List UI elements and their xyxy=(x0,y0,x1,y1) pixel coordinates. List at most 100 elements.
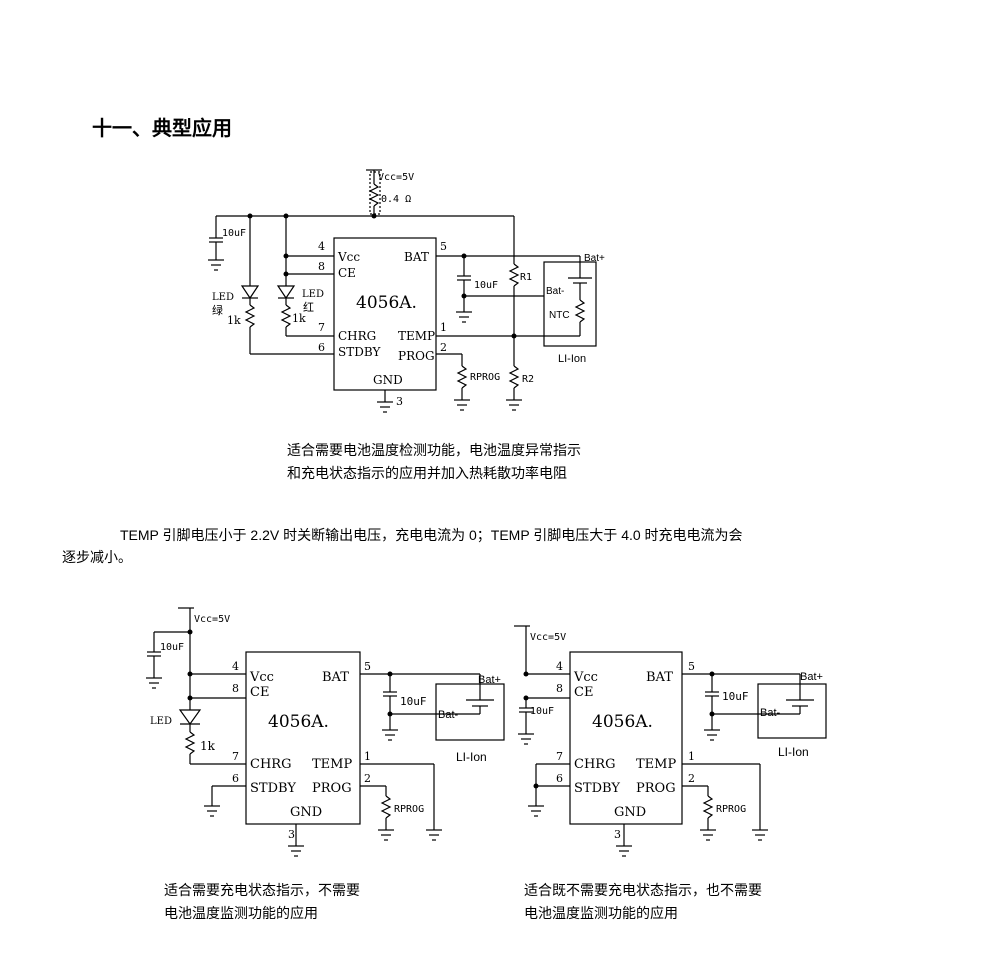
figure-1-caption-line-2: 和充电状态指示的应用并加入热耗散功率电阻 xyxy=(287,466,567,482)
pin-number-6: 6 xyxy=(232,772,239,785)
pin-label-bat: BAT xyxy=(322,670,349,685)
resistor-r2 xyxy=(508,365,520,389)
pin-number-1: 1 xyxy=(688,750,695,763)
pin-number-3: 3 xyxy=(614,828,621,841)
battery-plus-label: Bat+ xyxy=(478,674,501,686)
figure-2-caption-line-1: 适合需要充电状态指示，不需要 xyxy=(164,883,360,899)
chip-name: 4056A. xyxy=(356,293,417,313)
chip-name: 4056A. xyxy=(592,712,653,732)
pin-number-2: 2 xyxy=(688,772,695,785)
battery-pack-box xyxy=(543,261,597,347)
chip-name: 4056A. xyxy=(268,712,329,732)
pin-number-4: 4 xyxy=(556,660,563,673)
resistor-r2-label: R2 xyxy=(522,374,534,385)
led-red-label: LED xyxy=(302,289,324,300)
resistor-rprog-label: RPROG xyxy=(394,804,424,815)
pin-label-chrg: CHRG xyxy=(338,329,376,343)
resistor-1k-green-label: 1k xyxy=(227,314,241,327)
pin-number-7: 7 xyxy=(318,321,325,334)
resistor-rprog xyxy=(380,795,392,819)
led-red-color: 红 xyxy=(303,301,314,314)
figure-3-caption-line-1: 适合既不需要充电状态指示，也不需要 xyxy=(524,883,762,899)
resistor-rprog xyxy=(702,795,714,819)
pin-label-stdby: STDBY xyxy=(338,345,381,359)
pin-label-prog: PROG xyxy=(636,781,676,796)
pin-label-ce: CE xyxy=(338,266,356,280)
resistor-0-4-ohm xyxy=(368,183,380,207)
pin-label-ce: CE xyxy=(574,685,593,700)
battery-minus-label: Bat- xyxy=(546,286,564,297)
cap-10uf-label-bat: 10uF xyxy=(400,695,427,708)
pin-number-1: 1 xyxy=(440,321,447,334)
pin-label-temp: TEMP xyxy=(636,757,676,772)
resistor-r1-label: R1 xyxy=(520,272,532,283)
pin-number-4: 4 xyxy=(232,660,239,673)
pin-label-gnd: GND xyxy=(290,805,322,820)
cap-10uf-label-left: 10uF xyxy=(530,706,554,717)
battery-minus-label: Bat- xyxy=(760,707,781,719)
cap-10uf-label-bat: 10uF xyxy=(474,280,498,291)
resistor-1k-red xyxy=(280,304,292,328)
resistor-1k-label: 1k xyxy=(200,739,216,753)
pin-label-vcc: Vcc xyxy=(337,250,360,264)
led-green-label: LED xyxy=(212,292,234,303)
pin-number-2: 2 xyxy=(440,341,447,354)
section-heading: 十一、典型应用 xyxy=(92,116,232,140)
li-ion-label: LI-Ion xyxy=(778,745,809,759)
pin-number-5: 5 xyxy=(688,660,695,673)
battery-pack-box xyxy=(757,683,827,739)
led-green-icon xyxy=(240,285,260,300)
resistor-rprog xyxy=(456,365,468,389)
cap-10uf-label-left: 10uF xyxy=(222,228,246,239)
battery-pack-box xyxy=(435,683,505,741)
chip-body xyxy=(569,651,683,825)
battery-minus-label: Bat- xyxy=(438,709,459,721)
pin-number-1: 1 xyxy=(364,750,371,763)
paragraph-line-1: TEMP 引脚电压小于 2.2V 时关断输出电压，充电电流为 0；TEMP 引脚… xyxy=(120,527,743,543)
pin-label-temp: TEMP xyxy=(398,329,435,343)
pin-number-5: 5 xyxy=(440,240,447,253)
pin-label-stdby: STDBY xyxy=(574,781,620,796)
pin-label-vcc: Vcc xyxy=(573,670,598,685)
li-ion-label: LI-Ion xyxy=(558,353,586,365)
pin-label-vcc: Vcc xyxy=(249,670,274,685)
battery-plus-label: Bat+ xyxy=(584,253,605,264)
pin-label-gnd: GND xyxy=(614,805,646,820)
pin-label-chrg: CHRG xyxy=(574,757,615,772)
resistor-rprog-label: RPROG xyxy=(470,372,500,383)
ntc-label: NTC xyxy=(549,310,570,321)
resistor-0-4-label: 0.4 Ω xyxy=(381,194,411,205)
vcc-supply-label: Vcc=5V xyxy=(378,172,414,183)
figure-2-caption-line-2: 电池温度监测功能的应用 xyxy=(164,906,318,922)
vcc-supply-label: Vcc=5V xyxy=(530,632,566,643)
led-label: LED xyxy=(150,716,172,727)
pin-label-chrg: CHRG xyxy=(250,757,291,772)
pin-label-bat: BAT xyxy=(404,250,429,264)
cap-10uf-label-left: 10uF xyxy=(160,642,184,653)
pin-number-2: 2 xyxy=(364,772,371,785)
pin-label-bat: BAT xyxy=(646,670,673,685)
pin-number-5: 5 xyxy=(364,660,371,673)
resistor-1k xyxy=(184,731,196,755)
pin-label-stdby: STDBY xyxy=(250,781,296,796)
battery-plus-label: Bat+ xyxy=(800,671,823,683)
pin-label-prog: PROG xyxy=(312,781,352,796)
pin-label-gnd: GND xyxy=(373,373,403,387)
pin-label-prog: PROG xyxy=(398,349,435,363)
led-icon xyxy=(178,709,202,726)
resistor-rprog-label: RPROG xyxy=(716,804,746,815)
led-red-icon xyxy=(276,285,296,300)
pin-number-4: 4 xyxy=(318,240,325,253)
pin-label-ce: CE xyxy=(250,685,269,700)
chip-body xyxy=(245,651,361,825)
pin-number-7: 7 xyxy=(232,750,239,763)
cap-10uf-label-bat: 10uF xyxy=(722,690,749,703)
pin-label-temp: TEMP xyxy=(312,757,352,772)
pin-number-3: 3 xyxy=(288,828,295,841)
figure-3-caption-line-2: 电池温度监测功能的应用 xyxy=(524,906,678,922)
pin-number-8: 8 xyxy=(556,682,563,695)
figure-1-caption-line-1: 适合需要电池温度检测功能，电池温度异常指示 xyxy=(287,443,581,459)
vcc-supply-label: Vcc=5V xyxy=(194,614,230,625)
